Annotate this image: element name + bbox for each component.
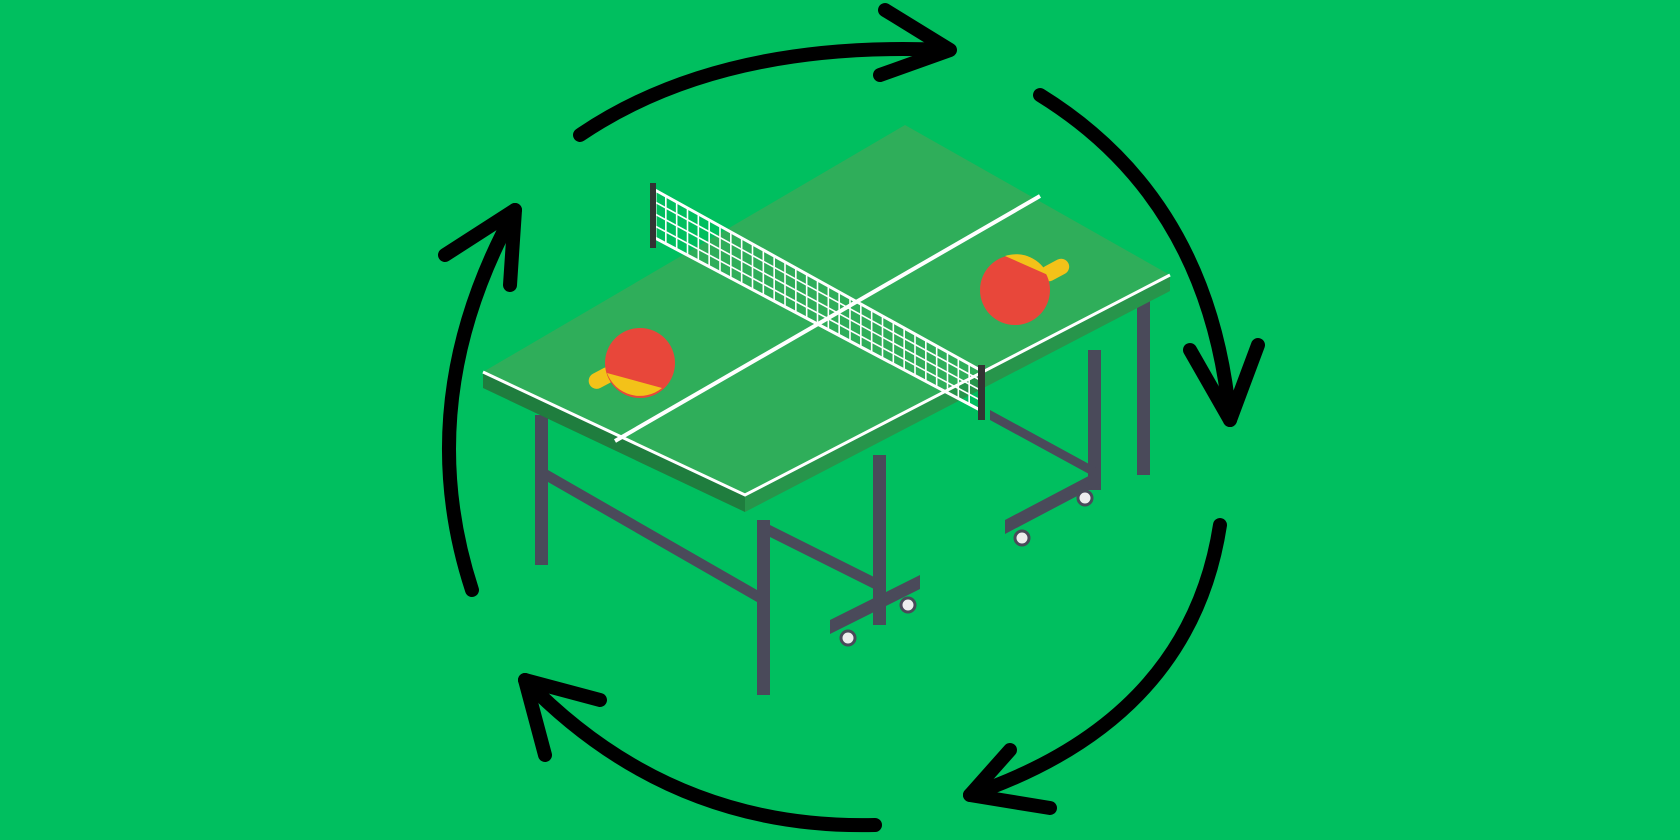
table-net	[650, 183, 985, 420]
arrow-left	[438, 203, 522, 597]
arrow-bottom-right	[963, 518, 1227, 815]
arrow-bottom	[518, 673, 882, 833]
arrow-right	[1033, 88, 1265, 427]
table-surface	[483, 125, 1170, 495]
net-strand	[654, 225, 981, 401]
table-side	[745, 275, 1170, 512]
arrow-top	[573, 3, 957, 142]
table-edge-line	[482, 273, 1171, 497]
paddle-icon	[588, 328, 675, 398]
ping-pong-table-icon	[482, 125, 1171, 695]
net-strand	[654, 213, 981, 391]
table-side	[483, 372, 745, 512]
net-strand	[654, 201, 981, 381]
table-frame	[535, 295, 1150, 695]
cycle-arrows-icon	[438, 3, 1265, 833]
table-wheels	[839, 489, 1094, 647]
paddle-icon	[980, 254, 1070, 325]
